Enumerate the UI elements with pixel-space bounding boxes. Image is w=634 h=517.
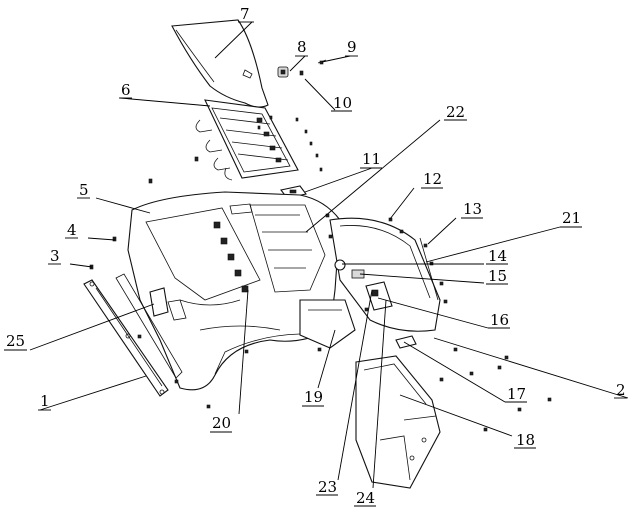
label-17: 17 xyxy=(507,385,526,403)
part-25-panel xyxy=(149,287,169,317)
label-16: 16 xyxy=(490,311,509,329)
part-7-lid xyxy=(171,19,269,108)
label-15: 15 xyxy=(488,267,507,285)
label-4: 4 xyxy=(67,221,77,239)
label-9: 9 xyxy=(347,38,357,56)
label-12: 12 xyxy=(423,170,442,188)
part-10-screw xyxy=(299,70,304,76)
part-6-tray xyxy=(195,99,299,181)
label-6: 6 xyxy=(121,81,131,99)
label-2: 2 xyxy=(616,381,626,399)
label-23: 23 xyxy=(318,478,337,496)
label-10: 10 xyxy=(333,94,352,112)
part-17-tab xyxy=(395,335,417,349)
part-19-flange xyxy=(299,299,356,349)
label-5: 5 xyxy=(79,181,89,199)
part-14-knob xyxy=(334,259,346,271)
part-1-base-rail xyxy=(115,273,183,379)
label-19: 19 xyxy=(304,388,323,406)
part-5-housing xyxy=(127,191,341,391)
part-13-side-cover xyxy=(329,217,441,332)
label-1: 1 xyxy=(40,392,50,410)
part-8-clip xyxy=(277,66,289,78)
label-13: 13 xyxy=(463,200,482,218)
label-7: 7 xyxy=(240,5,250,23)
part-1-base-strip xyxy=(83,279,169,397)
label-25: 25 xyxy=(6,332,25,350)
label-11: 11 xyxy=(362,150,381,168)
label-20: 20 xyxy=(212,414,231,432)
label-22: 22 xyxy=(446,103,465,121)
label-18: 18 xyxy=(516,431,535,449)
label-3: 3 xyxy=(50,247,60,265)
part-9-pin xyxy=(317,59,327,65)
label-21: 21 xyxy=(562,209,581,227)
leader-lines xyxy=(29,21,629,489)
label-14: 14 xyxy=(488,247,507,265)
fasteners xyxy=(89,115,552,432)
label-24: 24 xyxy=(356,489,375,507)
part-labels: 7 8 9 10 6 11 22 5 12 13 21 4 3 14 15 16 xyxy=(4,5,627,507)
label-8: 8 xyxy=(297,38,307,56)
part-18-box xyxy=(355,355,441,489)
